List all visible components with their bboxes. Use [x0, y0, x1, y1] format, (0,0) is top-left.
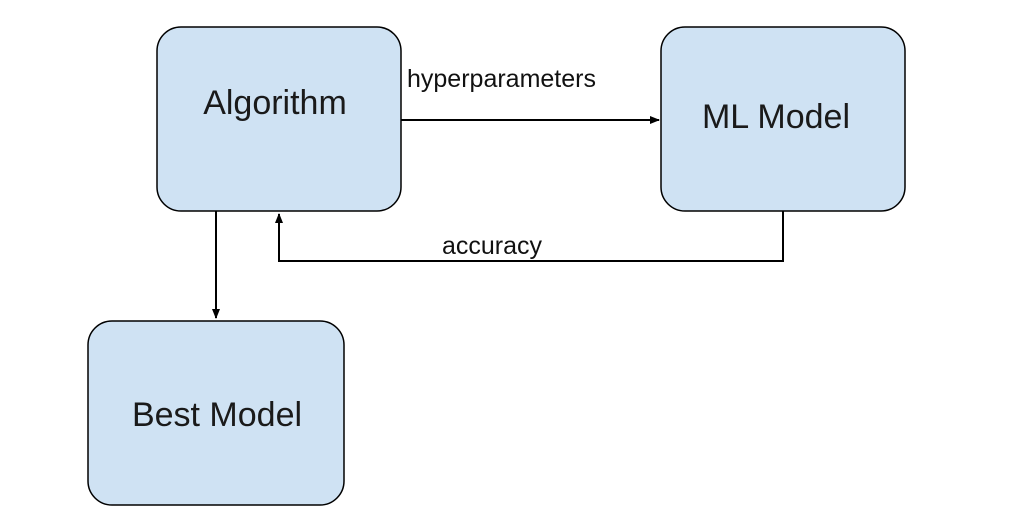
node-ml-model-label: ML Model: [702, 98, 850, 136]
node-ml-model-box: [660, 26, 906, 212]
node-algorithm-box: [156, 26, 402, 212]
edge-label-hyperparameters: hyperparameters: [407, 65, 596, 93]
node-ml-model[interactable]: ML Model: [660, 26, 906, 212]
edge-accuracy-arrow: [275, 211, 784, 262]
node-best-model-box: [87, 320, 345, 506]
edge-label-accuracy: accuracy: [442, 232, 543, 260]
node-algorithm-label: Algorithm: [203, 84, 347, 122]
node-algorithm[interactable]: Algorithm: [156, 26, 402, 212]
node-best-model-label: Best Model: [132, 396, 302, 434]
node-best-model[interactable]: Best Model: [87, 320, 345, 506]
